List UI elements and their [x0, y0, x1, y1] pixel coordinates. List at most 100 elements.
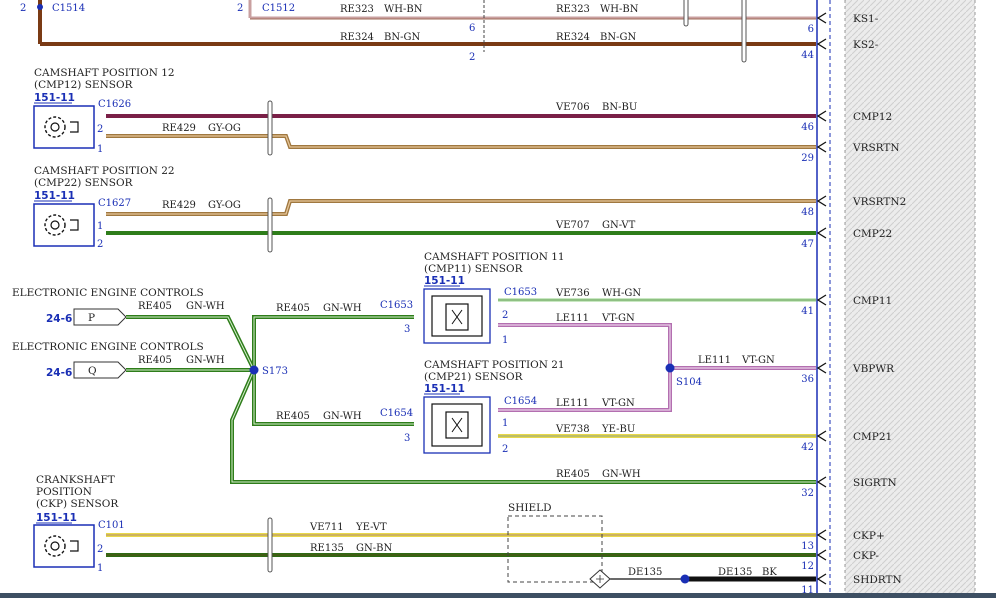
eec-q-title: ELECTRONIC ENGINE CONTROLS	[12, 341, 204, 353]
ks2-color-left: BN-GN	[384, 32, 420, 43]
drain-circuit-right: DE135	[718, 567, 752, 578]
ckp-ref: 151-11	[36, 512, 77, 524]
cmp21-pin-a: 1	[502, 418, 508, 429]
vbpwr-wire	[498, 366, 816, 412]
drain-color-right: BK	[762, 567, 777, 578]
pcm-terminal-arrow	[816, 476, 827, 488]
cmp11-title-2: (CMP11) SENSOR	[424, 263, 524, 275]
pcm-terminal-arrow	[816, 529, 827, 541]
pcm-pin-number: 29	[801, 153, 814, 164]
pcm-terminal-arrow	[816, 195, 827, 207]
shield-drain-wire	[589, 569, 816, 589]
cmp12-ref: 151-11	[34, 92, 75, 104]
cmp22-connector: C1627	[98, 198, 131, 209]
cmp11-pwr-circuit: LE111	[556, 313, 589, 324]
ks2-circuit-left: RE324	[340, 32, 374, 43]
cmp21-pwr-color: VT-GN	[601, 398, 635, 409]
pcm-signal-name: KS2-	[853, 39, 879, 51]
cmp12-rtn-color: GY-OG	[208, 123, 241, 134]
pcm-pin-number: 11	[801, 585, 814, 596]
ks1-inline-pin: 6	[469, 23, 475, 34]
cmp11-connector-left: C1653	[380, 300, 413, 311]
drain-splice	[680, 574, 690, 584]
cmp22-sensor-icon	[33, 203, 95, 247]
pcm-signal-name: CMP22	[853, 228, 892, 240]
cmp11-title-1: CAMSHAFT POSITION 11	[424, 251, 565, 263]
pcm-terminal-arrow	[816, 110, 827, 122]
cmp12-sig-color: BN-BU	[602, 102, 637, 113]
pcm-signal-name: KS1-	[853, 13, 879, 25]
c1512-label: C1512	[262, 3, 295, 14]
ks2-inline-pin: 2	[469, 52, 475, 63]
eec-p-pin-marker	[73, 308, 127, 326]
sigrtn-circuit: RE405	[556, 469, 590, 480]
pcm-signal-name: VRSRTN	[852, 142, 900, 154]
cmp11-ref: 151-11	[424, 275, 465, 287]
cmp11-in-color: GN-WH	[323, 303, 362, 314]
cmp22-sig-color: GN-VT	[602, 220, 636, 231]
eec-q-circuit: RE405	[138, 355, 172, 366]
pcm-terminal-arrow	[816, 430, 827, 442]
pcm-terminal-arrow	[816, 294, 827, 306]
cmp21-in-circuit: RE405	[276, 411, 310, 422]
pcm-terminal-arrow	[816, 38, 827, 50]
cmp11-pin-a: 2	[502, 310, 508, 321]
ckp-neg-circuit: RE135	[310, 543, 344, 554]
ckp-title-2: POSITION	[36, 486, 92, 498]
pcm-pin-number: 6	[808, 24, 814, 35]
pcm-pin-number: 47	[801, 239, 814, 250]
pcm-terminals: 6KS1-44KS2-46CMP1229VRSRTN48VRSRTN247CMP…	[801, 12, 906, 596]
cmp12-title-1: CAMSHAFT POSITION 12	[34, 67, 175, 79]
c1512-pin: 2	[237, 3, 243, 14]
cmp21-title-1: CAMSHAFT POSITION 21	[424, 359, 565, 371]
pcm-terminal-arrow	[816, 549, 827, 561]
pcm-signal-name: CKP-	[853, 550, 879, 562]
ckp-pos-color: YE-VT	[355, 522, 387, 533]
pcm-terminal-arrow	[816, 362, 827, 374]
eec-p-circuit: RE405	[138, 301, 172, 312]
cmp11-sig-color: WH-GN	[602, 288, 641, 299]
ks1-circuit-left: RE323	[340, 4, 374, 15]
pcm-signal-name: CMP21	[853, 431, 892, 443]
drain-circuit-left: DE135	[628, 567, 662, 578]
ks1-circuit-right: RE323	[556, 4, 590, 15]
cmp21-pin-left: 3	[404, 433, 410, 444]
cmp11-connector-right: C1653	[504, 287, 537, 298]
eec-q-pin: Q	[88, 365, 97, 377]
cmp22-title-2: (CMP22) SENSOR	[34, 177, 134, 189]
s104-splice	[665, 363, 675, 373]
cmp11-pin-left: 3	[404, 324, 410, 335]
ks2-color-right: BN-GN	[600, 32, 636, 43]
cmp22-pin-a: 1	[97, 221, 103, 232]
cmp21-sig-color: YE-BU	[601, 424, 635, 435]
cmp22-wires	[106, 197, 816, 253]
pcm-signal-name: CMP11	[853, 295, 892, 307]
pcm-signal-name: CKP+	[853, 530, 885, 542]
cmp22-rtn-circuit: RE429	[162, 200, 196, 211]
eec-p-title: ELECTRONIC ENGINE CONTROLS	[12, 287, 204, 299]
ckp-connector: C101	[98, 520, 125, 531]
cmp12-connector: C1626	[98, 99, 131, 110]
pcm-terminal-arrow	[816, 573, 827, 585]
c1514-pin: 2	[20, 3, 26, 14]
cmp21-in-color: GN-WH	[323, 411, 362, 422]
signal-return-wires	[126, 315, 816, 484]
cmp12-wires	[106, 100, 816, 156]
eec-q-pin-marker	[73, 361, 127, 379]
vbpwr-circuit: LE111	[698, 355, 731, 366]
ks1-color-left: WH-BN	[384, 4, 423, 15]
cmp12-sig-circuit: VE706	[555, 102, 590, 113]
cmp22-title-1: CAMSHAFT POSITION 22	[34, 165, 175, 177]
eec-p-pin: P	[88, 312, 95, 324]
pcm-pin-number: 42	[801, 442, 814, 453]
s173-splice	[249, 365, 259, 375]
cmp12-pin-a: 2	[97, 124, 103, 135]
eec-q-ref: 24-6	[46, 367, 72, 379]
ckp-title-3: (CKP) SENSOR	[36, 498, 119, 510]
eec-p-ref: 24-6	[46, 313, 72, 325]
pcm-signal-name: VBPWR	[852, 363, 895, 375]
ckp-wires	[106, 517, 816, 573]
pcm-pin-number: 36	[801, 374, 814, 385]
eec-q-color: GN-WH	[186, 355, 225, 366]
